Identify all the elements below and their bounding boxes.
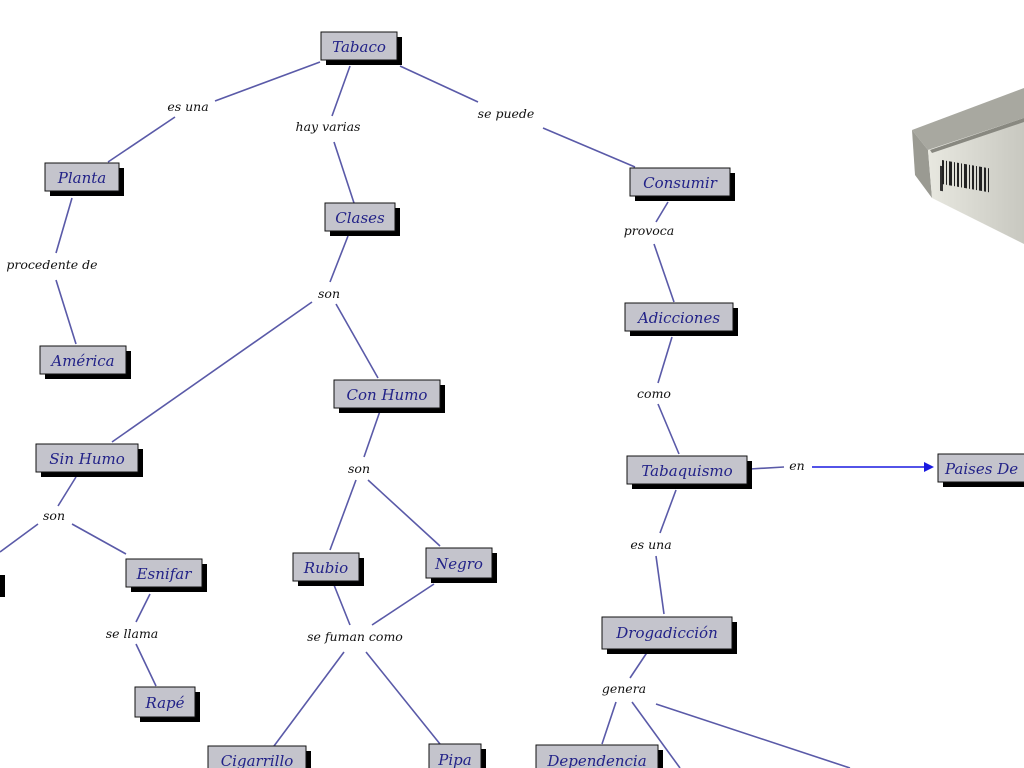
link-se-fuman-como: se fuman como: [307, 629, 403, 644]
link-como: como: [637, 386, 671, 401]
concept-consumir[interactable]: Consumir: [629, 167, 735, 201]
concept-esnifar[interactable]: Esnifar: [125, 558, 207, 592]
concept-negro[interactable]: Negro: [425, 547, 497, 583]
concept-sin-humo[interactable]: Sin Humo: [35, 443, 143, 477]
link-se-puede: se puede: [478, 106, 535, 121]
link-se-llama: se llama: [106, 626, 159, 641]
link-son: son: [318, 286, 340, 301]
link-es-una: es una: [630, 537, 671, 552]
concept-label: Drogadicción: [615, 624, 717, 642]
concept-cigarrillo[interactable]: Cigarrillo: [207, 745, 311, 768]
concept-tabaquismo[interactable]: Tabaquismo: [626, 455, 752, 489]
link-genera: genera: [602, 681, 646, 696]
link-hay-varias: hay varias: [296, 119, 361, 134]
link-en: en: [789, 458, 804, 473]
concept-adicciones[interactable]: Adicciones: [624, 302, 738, 336]
concept-label: Rapé: [144, 694, 184, 712]
concept-label: Rubio: [303, 559, 348, 577]
concept-label: Pipa: [437, 751, 471, 768]
concept-pipa[interactable]: Pipa: [428, 743, 486, 768]
concept-label: Consumir: [643, 174, 718, 192]
link-son: son: [43, 508, 65, 523]
concept-label: Esnifar: [136, 565, 193, 583]
concept-label: Paises De: [944, 460, 1018, 478]
concept-clases[interactable]: Clases: [324, 202, 400, 236]
link-son: son: [348, 461, 370, 476]
connection-lines: [0, 61, 934, 768]
concept-drogadiccion[interactable]: Drogadicción: [601, 616, 737, 654]
link-es-una: es una: [167, 99, 208, 114]
barcode-icon: [942, 160, 989, 193]
concept-nodes: Tabaco Planta Clases Consumir América: [0, 31, 1024, 768]
concept-label: Sin Humo: [49, 450, 125, 468]
concept-label: Tabaquismo: [641, 462, 732, 480]
concept-label: América: [49, 352, 114, 370]
concept-paises[interactable]: Paises De: [937, 453, 1024, 487]
concept-label: Dependencia: [546, 752, 646, 768]
link-provoca: provoca: [624, 223, 675, 238]
concept-label: Planta: [57, 169, 106, 187]
concept-america[interactable]: América: [39, 345, 131, 379]
concept-label: Clases: [335, 209, 385, 227]
concept-con-humo[interactable]: Con Humo: [333, 379, 445, 413]
link-procedente-de: procedente de: [6, 257, 97, 272]
concept-rubio[interactable]: Rubio: [292, 552, 364, 586]
concept-rape[interactable]: Rapé: [134, 686, 200, 722]
link-phrases: es una hay varias se puede procedente de…: [6, 99, 804, 696]
concept-offscreen[interactable]: [0, 575, 5, 597]
concept-planta[interactable]: Planta: [44, 162, 124, 196]
concept-label: Tabaco: [332, 38, 386, 56]
concept-label: Adicciones: [636, 309, 720, 327]
concept-label: Negro: [434, 555, 483, 573]
concept-label: Cigarrillo: [221, 752, 294, 768]
concept-label: Con Humo: [347, 386, 428, 404]
concept-tabaco[interactable]: Tabaco: [320, 31, 402, 65]
cigarette-pack-image: [912, 88, 1024, 244]
concept-dependencia[interactable]: Dependencia: [535, 744, 663, 768]
